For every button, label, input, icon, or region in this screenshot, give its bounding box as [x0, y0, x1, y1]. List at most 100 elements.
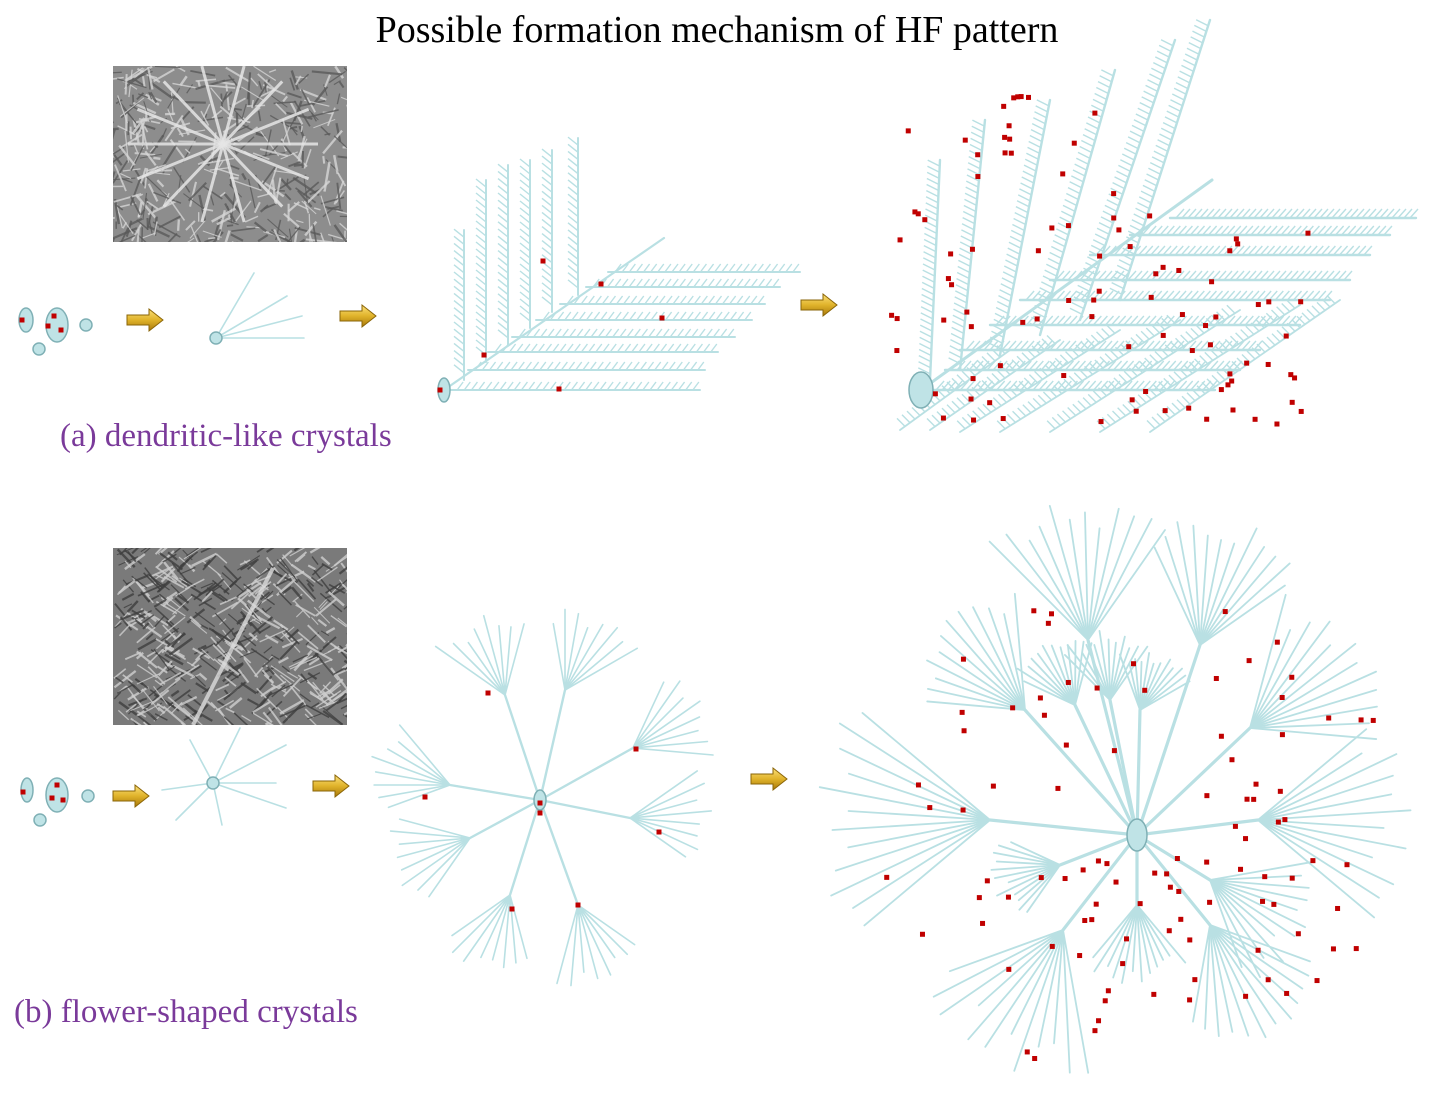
dendrite-side-branches [542, 311, 752, 321]
impurity-dot [49, 795, 55, 801]
crystal-fan [1153, 521, 1291, 646]
impurity-dot [1229, 378, 1235, 384]
flower-arm [508, 798, 542, 897]
nucleus [81, 789, 95, 803]
caption-flower: (b) flower-shaped crystals [14, 994, 358, 1030]
impurity-dot [1271, 901, 1277, 907]
dendrite-side-branches [1175, 208, 1419, 219]
impurity-dot [960, 656, 966, 662]
impurity-dot [1298, 299, 1304, 305]
dendrite-side-branches [1055, 270, 1353, 281]
impurity-dot [1277, 788, 1283, 794]
impurity-dot [1143, 388, 1149, 394]
impurity-dot [1060, 171, 1066, 177]
impurity-dot [1120, 961, 1126, 967]
impurity-dot [1253, 781, 1259, 787]
impurity-dot [1162, 408, 1168, 414]
impurity-dot [1305, 230, 1311, 236]
impurity-dot [969, 246, 975, 252]
impurity-dot [1230, 407, 1236, 413]
impurity-dot [1037, 695, 1043, 701]
impurity-dot [60, 797, 66, 803]
impurity-dot [1000, 416, 1006, 422]
flower-arm [1135, 833, 1212, 882]
impurity-dot [1218, 733, 1224, 739]
dendrite-side-branches [956, 324, 1116, 430]
impurity-dot [1048, 611, 1054, 617]
impurity-dot [1092, 1028, 1098, 1034]
dendrite-stem [1049, 309, 1241, 433]
impurity-dot [54, 782, 60, 788]
impurity-dot [1204, 793, 1210, 799]
impurity-dot [959, 709, 965, 715]
nucleus [533, 789, 547, 811]
impurity-dot [1310, 858, 1316, 864]
dendrite-side-branches [566, 295, 765, 305]
impurity-dot [976, 895, 982, 901]
impurity-dot [984, 878, 990, 884]
impurity-dot [1275, 819, 1281, 825]
impurity-dot [1026, 94, 1032, 100]
impurity-dot [1071, 140, 1077, 146]
impurity-dot [897, 237, 903, 243]
dendrite-side-branches [475, 178, 487, 356]
impurity-dot [1049, 225, 1055, 231]
impurity-dot [1094, 685, 1100, 691]
impurity-dot [1289, 674, 1295, 680]
impurity-dot [537, 810, 543, 816]
crystal-fan [371, 724, 451, 809]
crystal-branch [212, 782, 287, 809]
flower-arm [448, 783, 542, 802]
impurity-dot [1262, 874, 1268, 880]
impurity-dot [1274, 639, 1280, 645]
flower-arm [538, 798, 632, 820]
impurity-dot [1127, 244, 1133, 250]
impurity-dot [1238, 866, 1244, 872]
crystal-branch [215, 272, 255, 339]
impurity-dot [1095, 858, 1101, 864]
impurity-dot [437, 387, 443, 393]
caption-dendritic: (a) dendritic-like crystals [60, 418, 392, 454]
impurity-dot [1020, 319, 1026, 325]
impurity-dot [1335, 905, 1341, 911]
impurity-dot [1370, 717, 1376, 723]
impurity-dot [975, 152, 981, 158]
impurity-dot [912, 209, 918, 215]
impurity-dot [1131, 661, 1137, 667]
arrow-step-1 [112, 783, 150, 809]
crystal-fan [1092, 904, 1187, 984]
impurity-dot [1204, 859, 1210, 865]
impurity-dot [945, 276, 951, 282]
impurity-dot [1292, 375, 1298, 381]
crystal-fan [1118, 652, 1191, 711]
impurity-dot [1008, 150, 1014, 156]
crystal-fan [389, 818, 471, 898]
dendrite-stem [958, 118, 987, 372]
impurity-dot [45, 323, 51, 329]
impurity-dot [927, 805, 933, 811]
impurity-dot [1204, 416, 1210, 422]
dendrite-side-branches [1046, 304, 1236, 430]
impurity-dot [1207, 342, 1213, 348]
impurity-dot [1160, 264, 1166, 270]
impurity-dot [980, 920, 986, 926]
impurity-dot [1031, 608, 1037, 614]
impurity-dot [1034, 316, 1040, 322]
dendrite-side-branches [1029, 69, 1114, 330]
nucleus [79, 318, 93, 332]
impurity-dot [1279, 732, 1285, 738]
impurity-dot [422, 794, 428, 800]
crystal-fan [451, 894, 528, 969]
panel-b-flower [20, 505, 1412, 1074]
impurity-dot [960, 807, 966, 813]
arrow-step-2 [339, 303, 377, 329]
impurity-dot [949, 282, 955, 288]
impurity-dot [1298, 408, 1304, 414]
impurity-dot [1018, 94, 1024, 100]
flower-arm [1135, 708, 1142, 837]
impurity-dot [1065, 679, 1071, 685]
impurity-dot [1093, 901, 1099, 907]
impurity-dot [915, 211, 921, 217]
impurity-dot [922, 217, 928, 223]
dendrite-side-branches [453, 228, 465, 374]
